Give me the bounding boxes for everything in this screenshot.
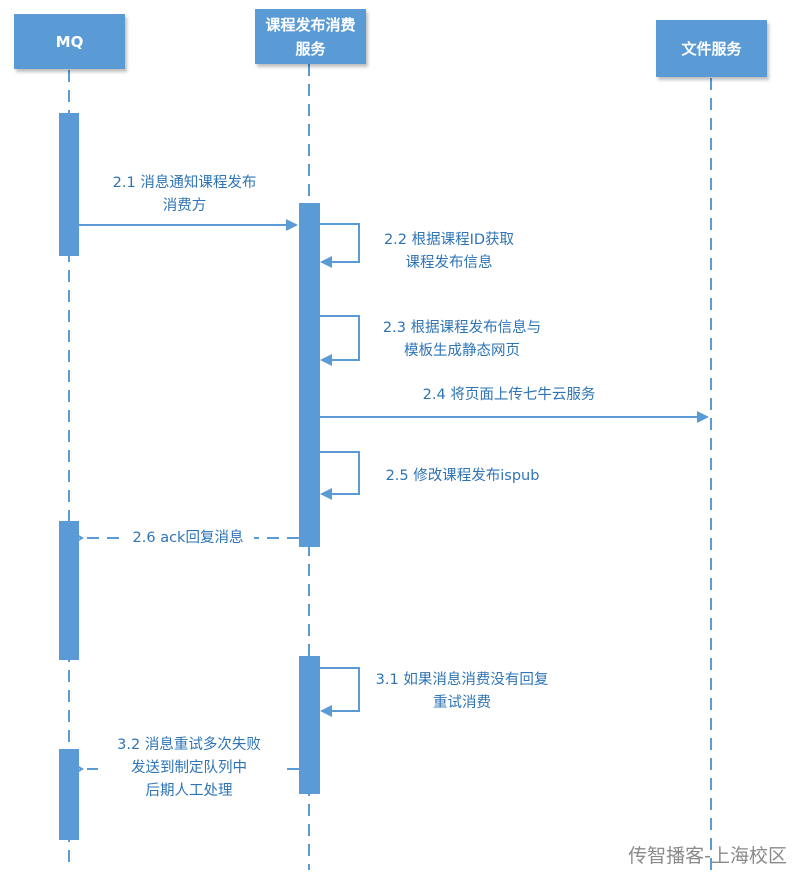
arrow-3-1 xyxy=(320,667,360,717)
activation-consumer-1 xyxy=(299,203,320,547)
message-label-2-1: 2.1 消息通知课程发布 消费方 xyxy=(92,172,277,218)
message-label-3-1-line2: 重试消费 xyxy=(433,695,491,711)
message-label-3-1: 3.1 如果消息消费没有回复 重试消费 xyxy=(355,669,569,715)
actor-course-publish-consumer: 课程发布消费服务 xyxy=(255,9,366,64)
message-label-3-2-line2: 发送到制定队列中 xyxy=(98,757,280,780)
message-label-2-5: 2.5 修改课程发布ispub xyxy=(370,465,555,488)
activation-mq-1 xyxy=(59,113,79,256)
message-label-2-4: 2.4 将页面上传七牛云服务 xyxy=(400,384,618,407)
arrow-2-3 xyxy=(320,315,360,366)
message-label-2-3-line2: 模板生成静态网页 xyxy=(404,343,520,359)
message-label-2-1-line2: 消费方 xyxy=(162,198,207,214)
actor-mq: MQ xyxy=(14,14,125,69)
actor-file-service: 文件服务 xyxy=(656,20,767,77)
message-label-2-2-line1: 2.2 根据课程ID获取 xyxy=(383,232,515,248)
message-label-2-4-line1: 2.4 将页面上传七牛云服务 xyxy=(422,387,596,403)
message-label-3-2-line1: 3.2 消息重试多次失败 xyxy=(117,737,261,753)
message-label-2-1-line1: 2.1 消息通知课程发布 xyxy=(112,175,257,191)
message-label-2-6: 2.6 ack回复消息 xyxy=(122,527,254,550)
message-label-2-2-line2: 课程发布信息 xyxy=(405,255,493,271)
message-label-3-2-line3: 后期人工处理 xyxy=(145,783,233,799)
activation-mq-2 xyxy=(59,521,79,660)
message-label-2-3-line1: 2.3 根据课程发布信息与 xyxy=(382,320,542,336)
message-label-2-2: 2.2 根据课程ID获取 课程发布信息 xyxy=(364,229,534,275)
arrow-2-2 xyxy=(320,223,360,268)
message-label-2-6-line1: 2.6 ack回复消息 xyxy=(132,530,244,546)
message-label-2-3: 2.3 根据课程发布信息与 模板生成静态网页 xyxy=(362,317,562,363)
message-label-3-2: 3.2 消息重试多次失败 发送到制定队列中 后期人工处理 xyxy=(98,734,280,803)
message-label-3-1-line1: 3.1 如果消息消费没有回复 xyxy=(375,672,549,688)
watermark: 传智播客-上海校区 xyxy=(628,845,787,867)
message-label-2-5-line1: 2.5 修改课程发布ispub xyxy=(385,468,540,484)
arrow-2-5 xyxy=(320,451,360,500)
activation-mq-3 xyxy=(59,749,79,840)
activation-consumer-2 xyxy=(299,656,320,794)
